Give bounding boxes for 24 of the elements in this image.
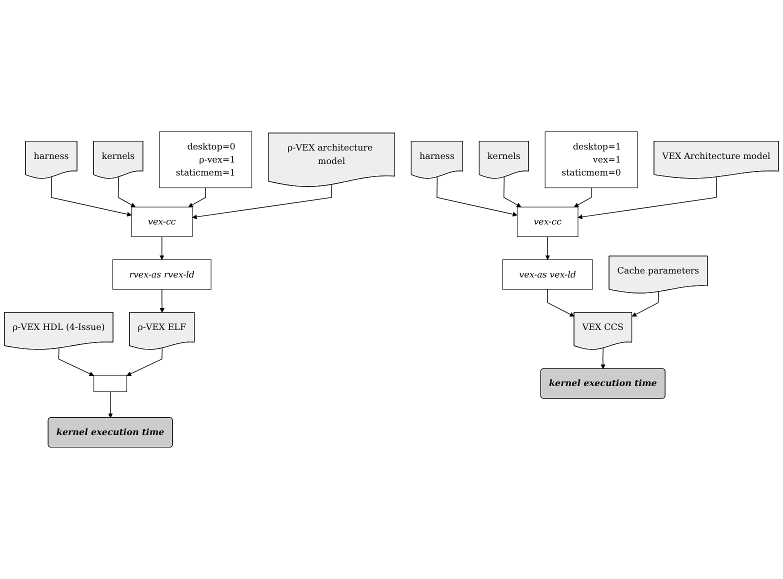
arrow (50, 176, 132, 217)
arrow (58, 348, 94, 376)
node-box: vex-as vex-ld (502, 259, 593, 290)
arrow (108, 391, 113, 418)
arrow (574, 187, 592, 208)
arrow (126, 348, 163, 376)
node-box: desktop=1 vex=1 staticmem=0 (544, 131, 638, 188)
node-box: vex-cc (516, 206, 578, 238)
arrow (632, 291, 659, 317)
arrow (547, 289, 574, 317)
arrow (160, 236, 164, 260)
node-box (94, 374, 128, 392)
arrow (504, 176, 522, 208)
arrow (118, 176, 136, 208)
node-box: rvex-as rvex-ld (112, 259, 212, 290)
arrow (578, 176, 717, 220)
node-box: vex-cc (131, 206, 193, 238)
arrow (600, 348, 606, 370)
arrow (192, 184, 332, 220)
node-box: desktop=0 ρ-vex=1 staticmem=1 (159, 131, 252, 188)
arrow (545, 236, 550, 260)
arrow (436, 176, 518, 217)
arrow (188, 187, 206, 208)
arrow (160, 289, 164, 313)
